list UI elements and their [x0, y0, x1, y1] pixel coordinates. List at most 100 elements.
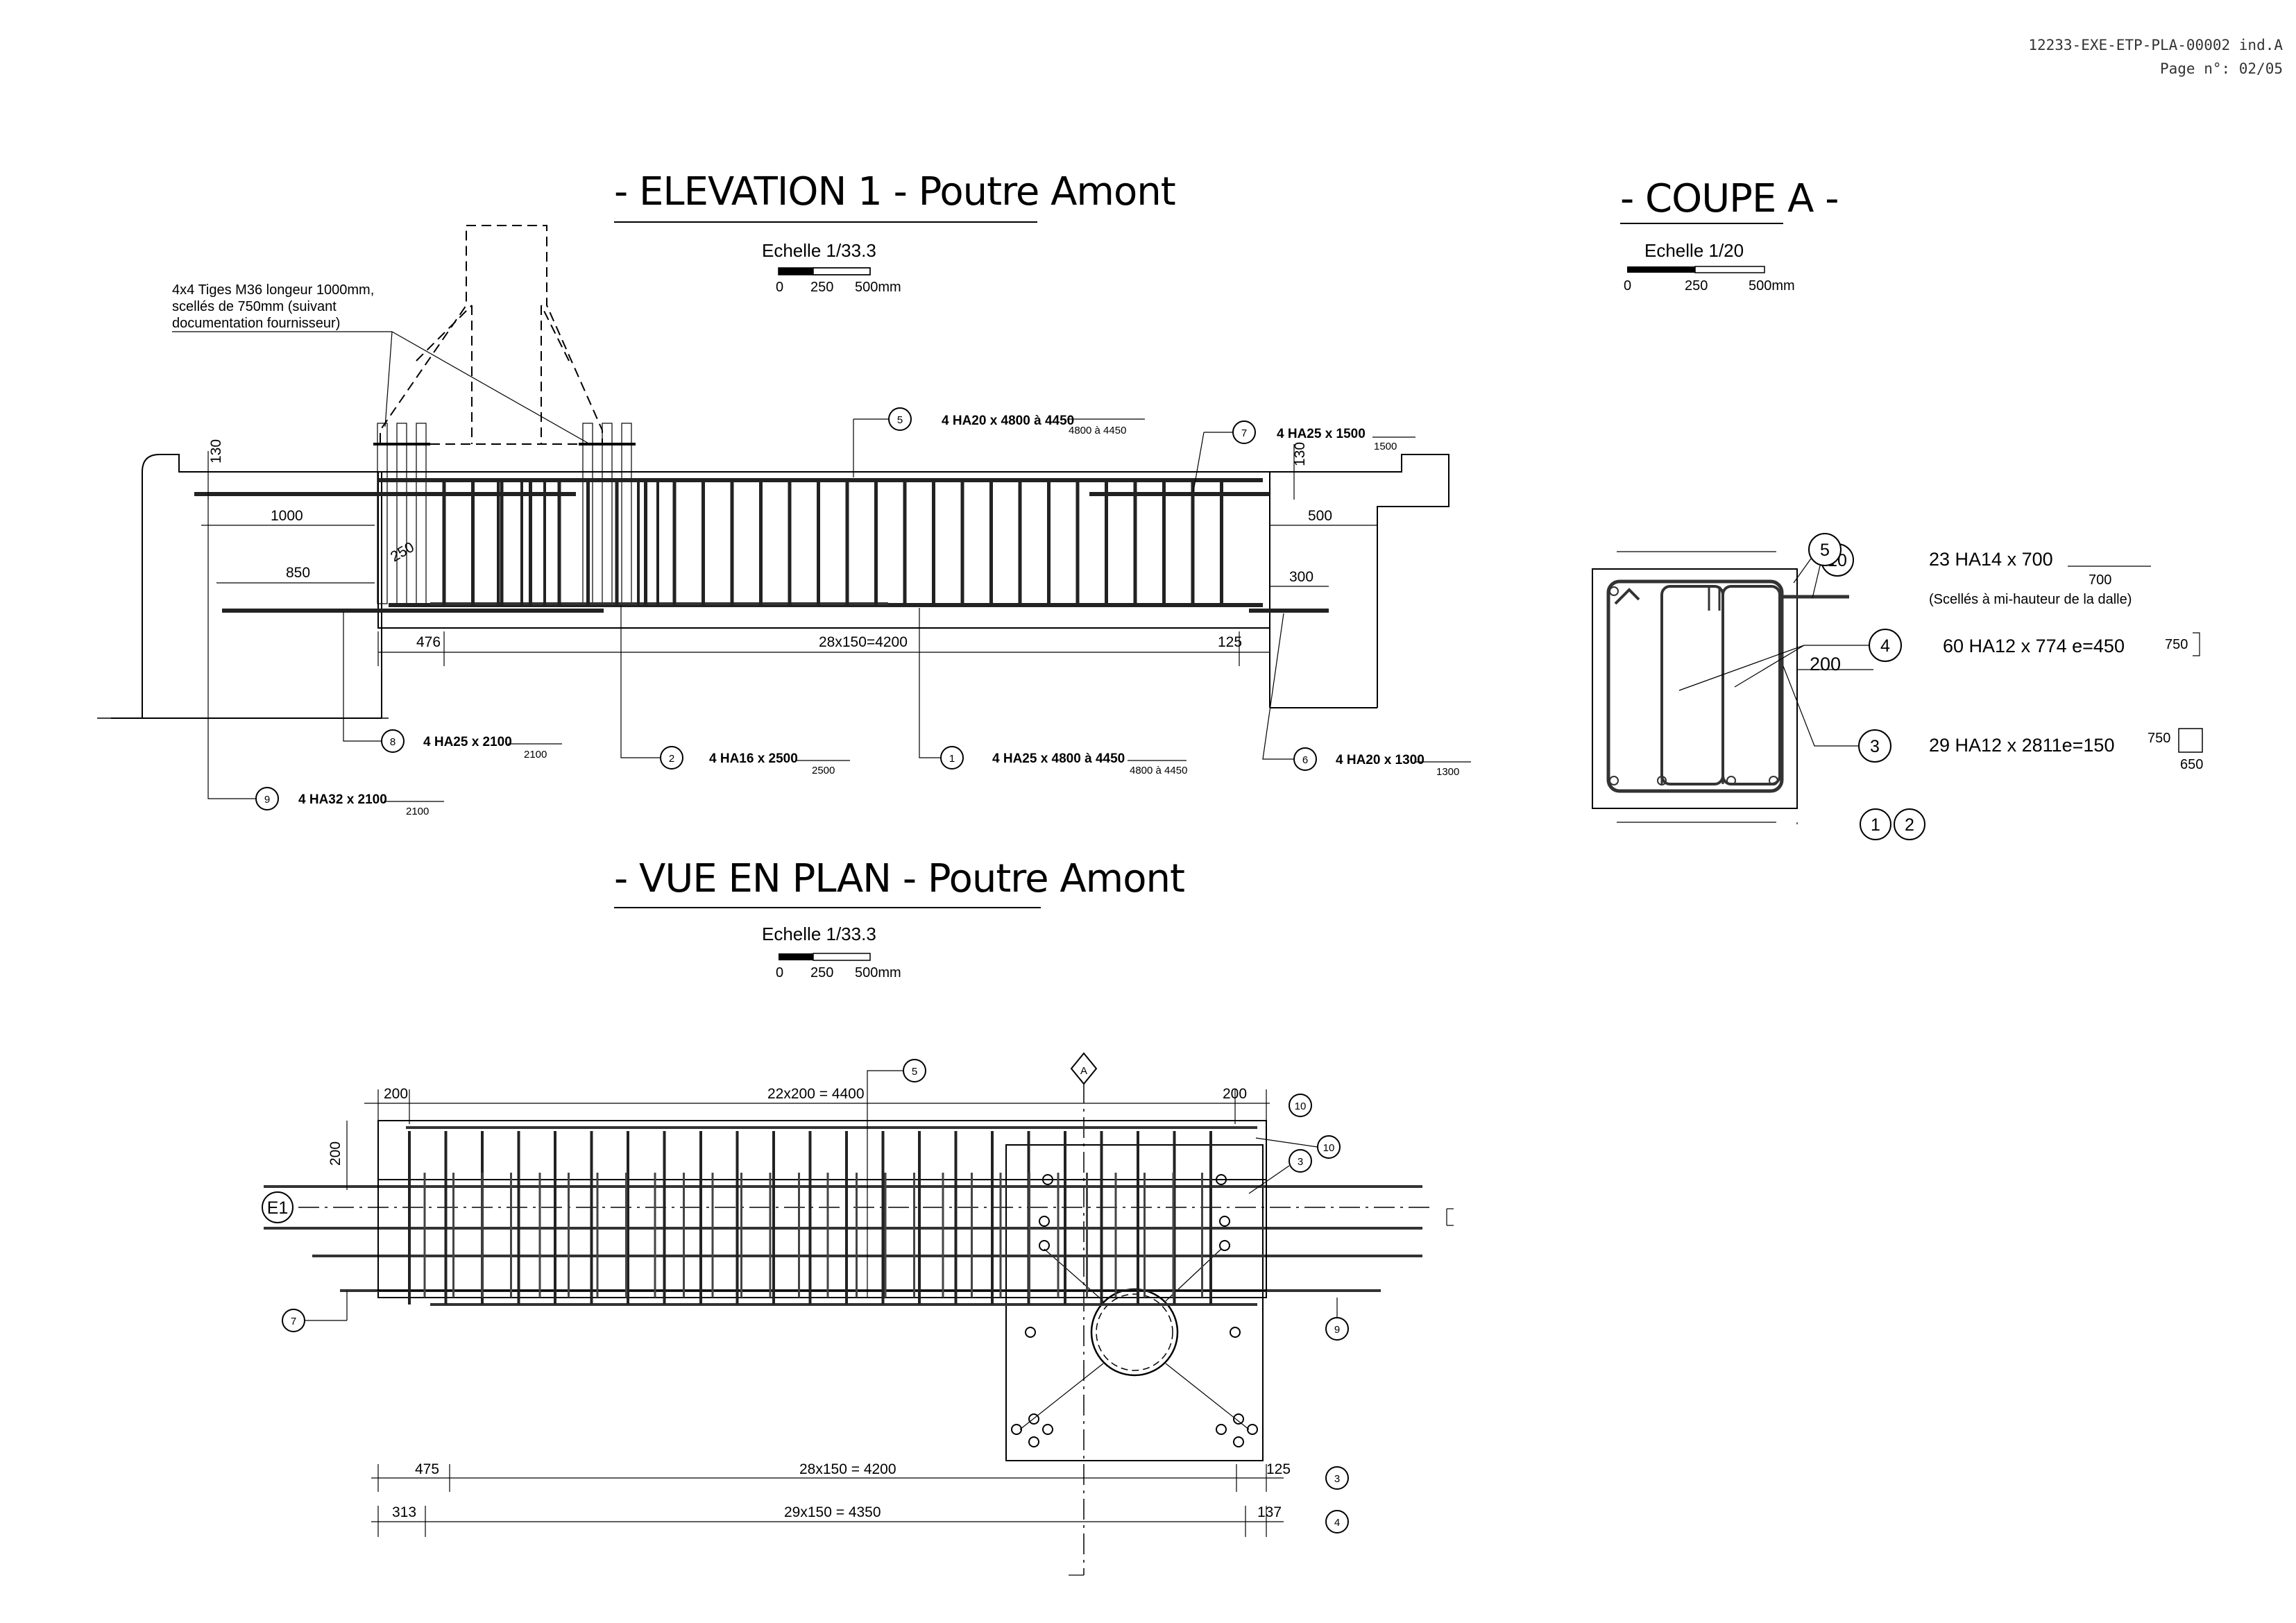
svg-text:4 HA32 x 2100: 4 HA32 x 2100: [298, 792, 387, 807]
svg-text:1300: 1300: [1436, 766, 1459, 778]
svg-text:1000: 1000: [271, 508, 303, 524]
plan-elevation-mark: E1: [262, 1191, 294, 1223]
svg-text:6: 6: [1302, 754, 1308, 766]
plan-callout-9: 9: [1325, 1298, 1349, 1341]
svg-text:4800 à 4450: 4800 à 4450: [1130, 765, 1187, 776]
svg-text:7: 7: [291, 1316, 296, 1327]
svg-text:4 HA20 x 4800 à 4450: 4 HA20 x 4800 à 4450: [942, 414, 1074, 428]
plan-callout-3-bottom: 3: [1325, 1466, 1349, 1490]
svg-text:250: 250: [388, 539, 417, 565]
section-drawing: 10 23 HA14 x 700 700 (Scellés à mi-haute…: [1592, 533, 2203, 840]
svg-text:250: 250: [1685, 278, 1708, 294]
svg-text:9: 9: [1334, 1324, 1340, 1336]
callout-1: 1 4 HA25 x 4800 à 4450 4800 à 4450: [919, 608, 1187, 776]
plan-callout-10a: 10: [1289, 1094, 1312, 1117]
callout-7: 7 4 HA25 x 1500 1500: [1193, 420, 1415, 492]
plan-drawing: 200 22x200 = 4400 200 200 475 28x150 = 4…: [262, 1052, 1454, 1576]
anchor-note-line-3: documentation fournisseur): [172, 316, 340, 331]
svg-text:10: 10: [1295, 1101, 1307, 1112]
document-reference: 12233-EXE-ETP-PLA-00002 ind.A: [2028, 37, 2283, 53]
plan-stirrups: [408, 1131, 1212, 1305]
svg-text:(Scellés à mi-hauteur de la da: (Scellés à mi-hauteur de la dalle): [1929, 592, 2132, 607]
svg-text:476: 476: [416, 634, 441, 650]
plan-callout-4: 4: [1325, 1510, 1349, 1533]
svg-text:8: 8: [390, 736, 396, 748]
svg-text:2500: 2500: [812, 765, 835, 776]
plan-title: - VUE EN PLAN - Poutre Amont: [614, 856, 1184, 901]
svg-text:0: 0: [1624, 278, 1631, 294]
svg-text:125: 125: [1218, 634, 1242, 650]
svg-text:28x150 = 4200: 28x150 = 4200: [799, 1461, 896, 1477]
svg-text:750: 750: [2148, 731, 2170, 746]
svg-text:3: 3: [1298, 1156, 1303, 1168]
svg-text:500mm: 500mm: [855, 965, 901, 980]
plan-title-block: - VUE EN PLAN - Poutre Amont Echelle 1/3…: [614, 856, 1185, 980]
svg-text:1: 1: [949, 753, 955, 765]
elevation-title: - ELEVATION 1 - Poutre Amont: [614, 169, 1175, 214]
svg-text:4 HA25 x 1500: 4 HA25 x 1500: [1277, 427, 1366, 441]
svg-text:9: 9: [264, 794, 270, 806]
svg-text:4 HA25 x 2100: 4 HA25 x 2100: [423, 735, 512, 749]
svg-text:2: 2: [669, 753, 674, 765]
svg-text:700: 700: [2089, 572, 2111, 588]
svg-text:29x150 = 4350: 29x150 = 4350: [784, 1504, 881, 1520]
svg-text:2100: 2100: [524, 749, 547, 760]
svg-text:137: 137: [1257, 1504, 1282, 1520]
plan-scale: Echelle 1/33.3: [762, 924, 876, 944]
svg-text:850: 850: [286, 565, 310, 581]
plan-callout-3-top: 3: [1248, 1149, 1312, 1194]
svg-text:22x200 = 4400: 22x200 = 4400: [767, 1086, 865, 1102]
svg-text:28x150=4200: 28x150=4200: [819, 634, 908, 650]
svg-text:4 HA16 x 2500: 4 HA16 x 2500: [709, 751, 798, 766]
svg-text:4800 à 4450: 4800 à 4450: [1069, 425, 1126, 436]
svg-text:200: 200: [1810, 654, 1841, 674]
svg-text:130: 130: [208, 439, 224, 464]
callout-9: 9 4 HA32 x 2100 2100: [207, 497, 444, 817]
svg-text:0: 0: [776, 965, 783, 980]
plan-section-mark-A: A: [1070, 1052, 1098, 1085]
svg-text:500mm: 500mm: [1749, 278, 1795, 294]
callout-6: 6 4 HA20 x 1300 1300: [1262, 613, 1471, 778]
svg-text:1: 1: [1871, 815, 1880, 835]
plan-callout-5: 5: [867, 1059, 926, 1298]
svg-text:10: 10: [1323, 1142, 1335, 1154]
elevation-title-block: - ELEVATION 1 - Poutre Amont Echelle 1/3…: [614, 169, 1176, 295]
callout-2: 2 4 HA16 x 2500 2500: [620, 605, 850, 776]
plan-callout-10b: 10: [1255, 1135, 1341, 1159]
svg-text:1500: 1500: [1374, 441, 1397, 452]
callout-5: 5 4 HA20 x 4800 à 4450 4800 à 4450: [853, 407, 1145, 477]
svg-text:A: A: [1080, 1065, 1087, 1077]
elevation-scale: Echelle 1/33.3: [762, 240, 876, 261]
section-title-block: - COUPE A - Echelle 1/20 0 250 500mm: [1620, 176, 1839, 294]
svg-text:2100: 2100: [406, 806, 429, 817]
svg-text:750: 750: [2165, 637, 2188, 652]
svg-text:3: 3: [1870, 737, 1880, 756]
svg-text:0: 0: [776, 280, 783, 295]
plan-callout-7: 7: [282, 1291, 348, 1332]
anchor-note-line-2: scellés de 750mm (suivant: [172, 299, 337, 314]
svg-text:60 HA12 x 774 e=450: 60 HA12 x 774 e=450: [1943, 636, 2125, 656]
svg-text:200: 200: [328, 1141, 343, 1166]
svg-text:313: 313: [392, 1504, 416, 1520]
section-callout-10: 10 23 HA14 x 700 700 (Scellés à mi-haute…: [1812, 543, 2151, 607]
svg-text:130: 130: [1292, 442, 1308, 466]
svg-text:125: 125: [1266, 1461, 1291, 1477]
section-title: - COUPE A -: [1620, 176, 1838, 221]
section-callout-1-2: 1 2: [1796, 808, 1925, 840]
svg-text:250: 250: [810, 965, 833, 980]
svg-text:300: 300: [1289, 569, 1313, 585]
svg-text:650: 650: [2180, 757, 2203, 772]
elevation-scale-bar: 0 250 500mm: [776, 267, 901, 295]
svg-text:23 HA14 x 700: 23 HA14 x 700: [1929, 549, 2053, 570]
svg-text:3: 3: [1334, 1473, 1340, 1485]
svg-text:5: 5: [912, 1066, 917, 1078]
svg-text:200: 200: [1223, 1086, 1247, 1102]
elevation-drawing: 130 1000 250 850 476 28x150=4200 125 130…: [97, 225, 1471, 817]
section-callout-5: 5: [1793, 533, 1842, 584]
section-scale: Echelle 1/20: [1644, 240, 1744, 261]
page-number: Page n°: 02/05: [2160, 60, 2283, 77]
svg-text:2: 2: [1905, 815, 1914, 835]
svg-text:4: 4: [1334, 1517, 1340, 1529]
svg-text:250: 250: [810, 280, 833, 295]
